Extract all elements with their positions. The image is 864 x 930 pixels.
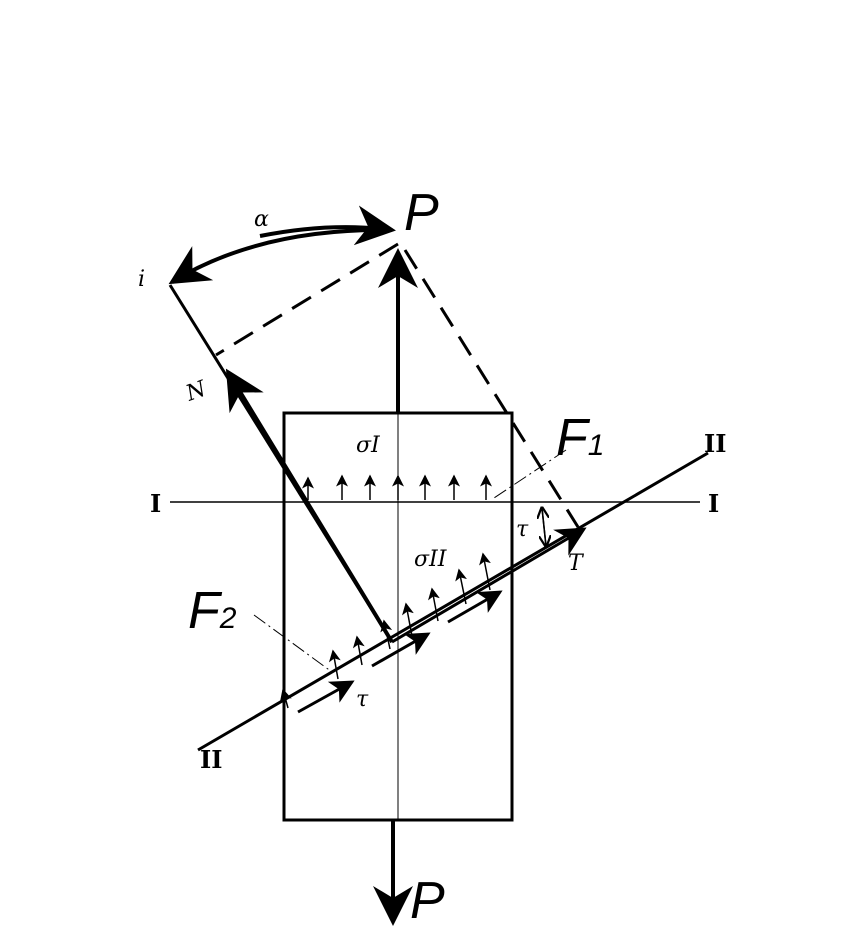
angle-alpha-arc-start: [259, 205, 396, 246]
normal-force-arrow: [225, 368, 394, 644]
leader-F2: [253, 614, 333, 673]
label-area-F1: F1: [556, 409, 604, 467]
label-normal-force: N: [182, 376, 210, 407]
tangent-force-arrow: [391, 527, 587, 644]
label-shear-tau-lower: τ: [356, 687, 369, 712]
label-force-bottom: P: [410, 872, 445, 930]
label-shear-tau-right: τ: [516, 517, 529, 542]
label-stress-sigma-II: σII: [414, 547, 448, 572]
angle-alpha-arc: [168, 227, 393, 285]
label-section-I-right: I: [708, 489, 719, 518]
projection-line-N: [215, 242, 399, 357]
section-line-II: [197, 451, 709, 752]
label-section-II-bottom: II: [200, 745, 222, 774]
projection-line-T: [403, 249, 580, 528]
leader-F1: [493, 449, 567, 499]
label-tangent-force: T: [568, 551, 585, 576]
label-section-II-top: II: [704, 429, 726, 458]
label-angle: α: [254, 207, 269, 232]
label-stress-sigma-I: σI: [356, 433, 381, 458]
stress-arrows-section-I: [302, 474, 492, 500]
stress-arrows-section-II: [280, 552, 491, 709]
label-axis-i: i: [138, 267, 145, 292]
shear-double-arrow: [542, 508, 546, 546]
label-area-F2: F2: [188, 582, 237, 640]
label-force-top: P: [404, 184, 439, 242]
shear-arrows-section-II: [297, 590, 503, 714]
label-section-I-left: I: [150, 489, 161, 518]
